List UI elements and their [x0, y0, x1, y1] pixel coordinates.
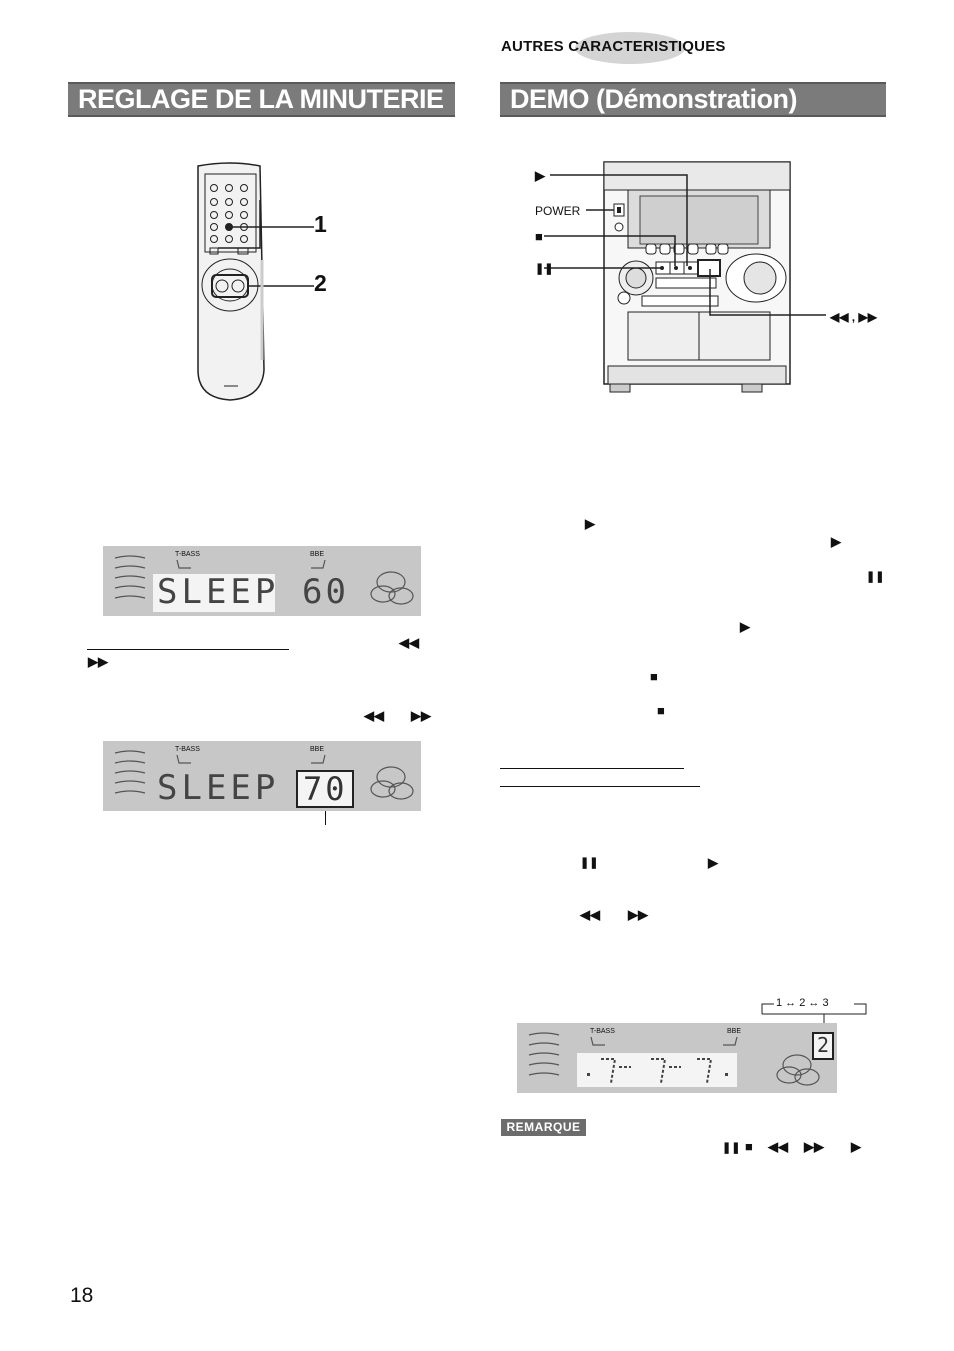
remark-stop-symbol: ■ [745, 1139, 753, 1154]
remark-pause-symbol: ❚❚ [722, 1142, 741, 1154]
play-label-stereo: ▶ [535, 168, 545, 183]
lcd-display-sleep-70 [103, 741, 421, 811]
skip-label-stereo: ◀◀ , ▶▶ [830, 310, 877, 324]
demo-title: DEMO (Démonstration) [500, 82, 886, 117]
forward-symbol-body: ▶▶ [628, 907, 648, 922]
remark-rewind-symbol: ◀◀ [768, 1139, 788, 1154]
lcd-text-sleep-2: SLEEP [157, 768, 280, 808]
callout-2: 2 [314, 270, 327, 296]
stereo-callout-lines [544, 174, 826, 316]
tbass-indicator: T-BASS [175, 551, 200, 558]
page-number: 18 [70, 1284, 94, 1307]
lcd-display-demo [517, 1023, 837, 1093]
forward-symbol-2: ▶▶ [411, 708, 431, 723]
forward-symbol-1: ▶▶ [88, 654, 108, 669]
callout-1: 1 [314, 211, 327, 237]
remark-badge: REMARQUE [501, 1119, 586, 1136]
sleep-timer-title: REGLAGE DE LA MINUTERIE D’ARRET [68, 82, 455, 145]
pause-label-stereo: ❚❚ [535, 263, 554, 275]
play-symbol-body-4: ▶ [708, 855, 718, 870]
lcd-display-sleep-60 [103, 546, 421, 616]
lcd-value-60: 60 [302, 572, 349, 612]
value-pointer-line [325, 811, 326, 825]
underline-right-2 [500, 786, 700, 787]
tbass-indicator-2: T-BASS [175, 746, 200, 753]
stereo-system-illustration [603, 161, 791, 393]
tbass-indicator-3: T-BASS [590, 1028, 615, 1035]
pause-symbol-body-2: ❚❚ [580, 857, 599, 869]
section-header: AUTRES CARACTERISTIQUES [501, 38, 726, 55]
rewind-symbol-1: ◀◀ [399, 635, 419, 650]
pause-symbol-body-1: ❚❚ [866, 571, 885, 583]
remark-play-symbol: ▶ [851, 1139, 861, 1154]
power-label: POWER [535, 204, 581, 218]
stop-symbol-body-1: ■ [650, 669, 658, 684]
rewind-symbol-2: ◀◀ [364, 708, 384, 723]
play-symbol-body-3: ▶ [740, 619, 750, 634]
lcd-text-sleep: SLEEP [157, 572, 280, 612]
play-symbol-body-2: ▶ [831, 534, 841, 549]
bbe-indicator-2: BBE [310, 746, 325, 753]
bbe-indicator: BBE [310, 551, 325, 558]
sequence-label: 1 ↔ 2 ↔ 3 [776, 997, 829, 1009]
underline-left-1 [87, 649, 289, 650]
stop-symbol-body-2: ■ [657, 703, 665, 718]
play-symbol-body-1: ▶ [585, 516, 595, 531]
header-highlight [575, 32, 685, 64]
lcd-digit-2: 2 [817, 1033, 830, 1057]
rewind-symbol-body: ◀◀ [580, 907, 600, 922]
lcd-value-70: 70 [303, 770, 348, 808]
remote-control-illustration [197, 162, 314, 401]
remark-forward-symbol: ▶▶ [804, 1139, 824, 1154]
stop-label-stereo: ■ [535, 229, 543, 244]
bbe-indicator-3: BBE [727, 1028, 742, 1035]
underline-right-1 [500, 768, 684, 769]
